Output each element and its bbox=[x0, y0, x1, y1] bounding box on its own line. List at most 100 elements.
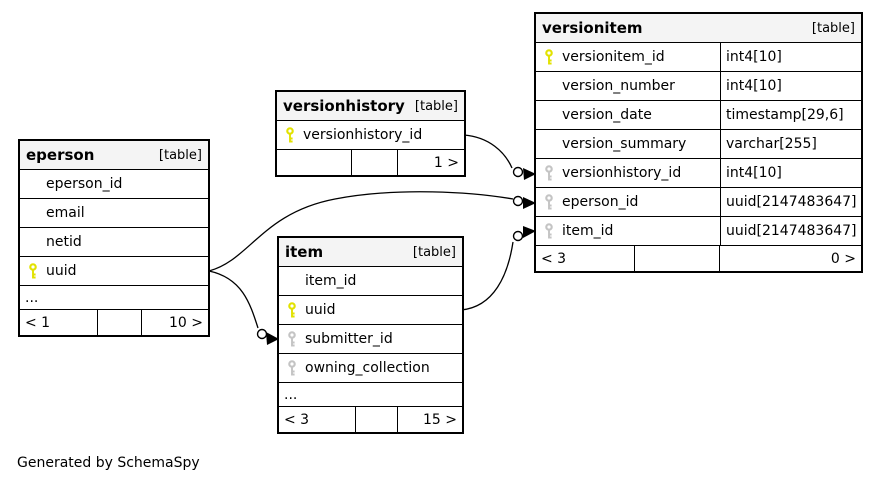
footer-children: 10 > bbox=[169, 314, 203, 331]
table-name[interactable]: versionitem bbox=[542, 19, 643, 37]
footer-middle bbox=[356, 407, 398, 432]
foreign-key-icon bbox=[288, 359, 296, 375]
key-slot bbox=[536, 222, 562, 240]
table-header-versionhistory[interactable]: versionhistory [table] bbox=[277, 92, 464, 121]
ellipsis-row: ... bbox=[20, 286, 208, 310]
table-tag: [table] bbox=[412, 244, 456, 260]
footer-parents: < 1 bbox=[20, 310, 98, 335]
column-row-eperson-id: eperson_id uuid[2147483647] bbox=[536, 188, 861, 217]
key-slot bbox=[536, 164, 562, 182]
column-type: timestamp[29,6] bbox=[720, 101, 861, 129]
relationship-arrow-icon bbox=[523, 197, 536, 209]
column-row-owning-collection: owning_collection bbox=[279, 354, 462, 383]
key-slot bbox=[279, 359, 305, 377]
column-name: eperson_id bbox=[562, 194, 639, 210]
column-name: uuid bbox=[305, 302, 336, 318]
column-type: int4[10] bbox=[720, 43, 861, 71]
column-row-item-id: item_id uuid[2147483647] bbox=[536, 217, 861, 246]
column-name: versionitem_id bbox=[562, 49, 665, 65]
column-row-versionitem-id: versionitem_id int4[10] bbox=[536, 43, 861, 72]
table-footer: < 1 10 > bbox=[20, 310, 208, 335]
column-name: version_summary bbox=[562, 136, 687, 152]
column-type: uuid[2147483647] bbox=[720, 188, 861, 216]
key-slot bbox=[279, 301, 305, 319]
primary-key-icon bbox=[286, 126, 294, 142]
table-name[interactable]: item bbox=[285, 243, 324, 261]
relationship-circle bbox=[512, 230, 524, 242]
column-row-version-date: version_date timestamp[29,6] bbox=[536, 101, 861, 130]
column-row-eperson-id: eperson_id bbox=[20, 170, 208, 199]
ellipsis-text: ... bbox=[25, 289, 39, 306]
column-name: version_date bbox=[562, 107, 652, 123]
footer-middle bbox=[98, 310, 142, 335]
table-footer: < 3 15 > bbox=[279, 407, 462, 432]
column-name: item_id bbox=[562, 223, 614, 239]
footer-parents: < 3 bbox=[279, 407, 356, 432]
key-slot bbox=[20, 262, 46, 280]
column-type: varchar[255] bbox=[720, 130, 861, 158]
footer-children: 15 > bbox=[423, 411, 457, 428]
table-header-eperson[interactable]: eperson [table] bbox=[20, 141, 208, 170]
column-name: email bbox=[46, 205, 85, 221]
table-tag: [table] bbox=[158, 147, 202, 163]
column-row-email: email bbox=[20, 199, 208, 228]
table-name[interactable]: eperson bbox=[26, 146, 95, 164]
column-row-netid: netid bbox=[20, 228, 208, 257]
foreign-key-icon bbox=[545, 222, 553, 238]
key-slot bbox=[536, 193, 562, 211]
table-item[interactable]: item [table] item_id uuid submitter_id bbox=[277, 236, 464, 434]
relationship-arrow-icon bbox=[523, 226, 536, 238]
foreign-key-icon bbox=[545, 164, 553, 180]
table-versionhistory[interactable]: versionhistory [table] versionhistory_id… bbox=[275, 90, 466, 177]
relationship-circle bbox=[512, 195, 524, 207]
foreign-key-icon bbox=[288, 330, 296, 346]
footer-parents bbox=[277, 150, 352, 175]
footer-children: 1 > bbox=[433, 154, 459, 171]
column-row-version-summary: version_summary varchar[255] bbox=[536, 130, 861, 159]
footer-parents: < 3 bbox=[536, 246, 635, 271]
column-row-versionhistory-id: versionhistory_id bbox=[277, 121, 464, 150]
relationship-eperson-item bbox=[208, 270, 279, 345]
key-slot bbox=[279, 330, 305, 348]
foreign-key-icon bbox=[545, 193, 553, 209]
relationship-eperson-versionitem bbox=[208, 191, 536, 272]
footer-middle bbox=[635, 246, 720, 271]
table-tag: [table] bbox=[811, 20, 855, 36]
column-type: int4[10] bbox=[720, 72, 861, 100]
column-row-item-id: item_id bbox=[279, 267, 462, 296]
key-slot bbox=[277, 126, 303, 144]
column-name: versionhistory_id bbox=[303, 127, 423, 143]
ellipsis-row: ... bbox=[279, 383, 462, 407]
table-versionitem[interactable]: versionitem [table] versionitem_id int4[… bbox=[534, 12, 863, 273]
column-row-versionhistory-id: versionhistory_id int4[10] bbox=[536, 159, 861, 188]
key-slot bbox=[536, 48, 562, 66]
primary-key-icon bbox=[29, 262, 37, 278]
table-tag: [table] bbox=[414, 98, 458, 114]
column-name: item_id bbox=[305, 273, 357, 289]
column-name: submitter_id bbox=[305, 331, 393, 347]
table-header-versionitem[interactable]: versionitem [table] bbox=[536, 14, 861, 43]
primary-key-icon bbox=[545, 48, 553, 64]
relationship-circle bbox=[256, 328, 268, 340]
relationship-circle bbox=[512, 166, 524, 178]
ellipsis-text: ... bbox=[284, 386, 298, 403]
relationship-arrow-icon bbox=[523, 168, 536, 180]
table-name[interactable]: versionhistory bbox=[283, 97, 405, 115]
footer-children: 0 > bbox=[830, 250, 856, 267]
column-name: owning_collection bbox=[305, 360, 430, 376]
table-footer: < 3 0 > bbox=[536, 246, 861, 271]
table-footer: 1 > bbox=[277, 150, 464, 175]
column-type: uuid[2147483647] bbox=[720, 217, 861, 245]
column-type: int4[10] bbox=[720, 159, 861, 187]
column-name: eperson_id bbox=[46, 176, 123, 192]
column-row-uuid: uuid bbox=[279, 296, 462, 325]
column-row-version-number: version_number int4[10] bbox=[536, 72, 861, 101]
table-eperson[interactable]: eperson [table] eperson_id email netid u… bbox=[18, 139, 210, 337]
column-name: uuid bbox=[46, 263, 77, 279]
table-header-item[interactable]: item [table] bbox=[279, 238, 462, 267]
column-name: versionhistory_id bbox=[562, 165, 682, 181]
column-row-uuid: uuid bbox=[20, 257, 208, 286]
relationship-arrow-icon bbox=[266, 332, 279, 345]
column-name: netid bbox=[46, 234, 82, 250]
